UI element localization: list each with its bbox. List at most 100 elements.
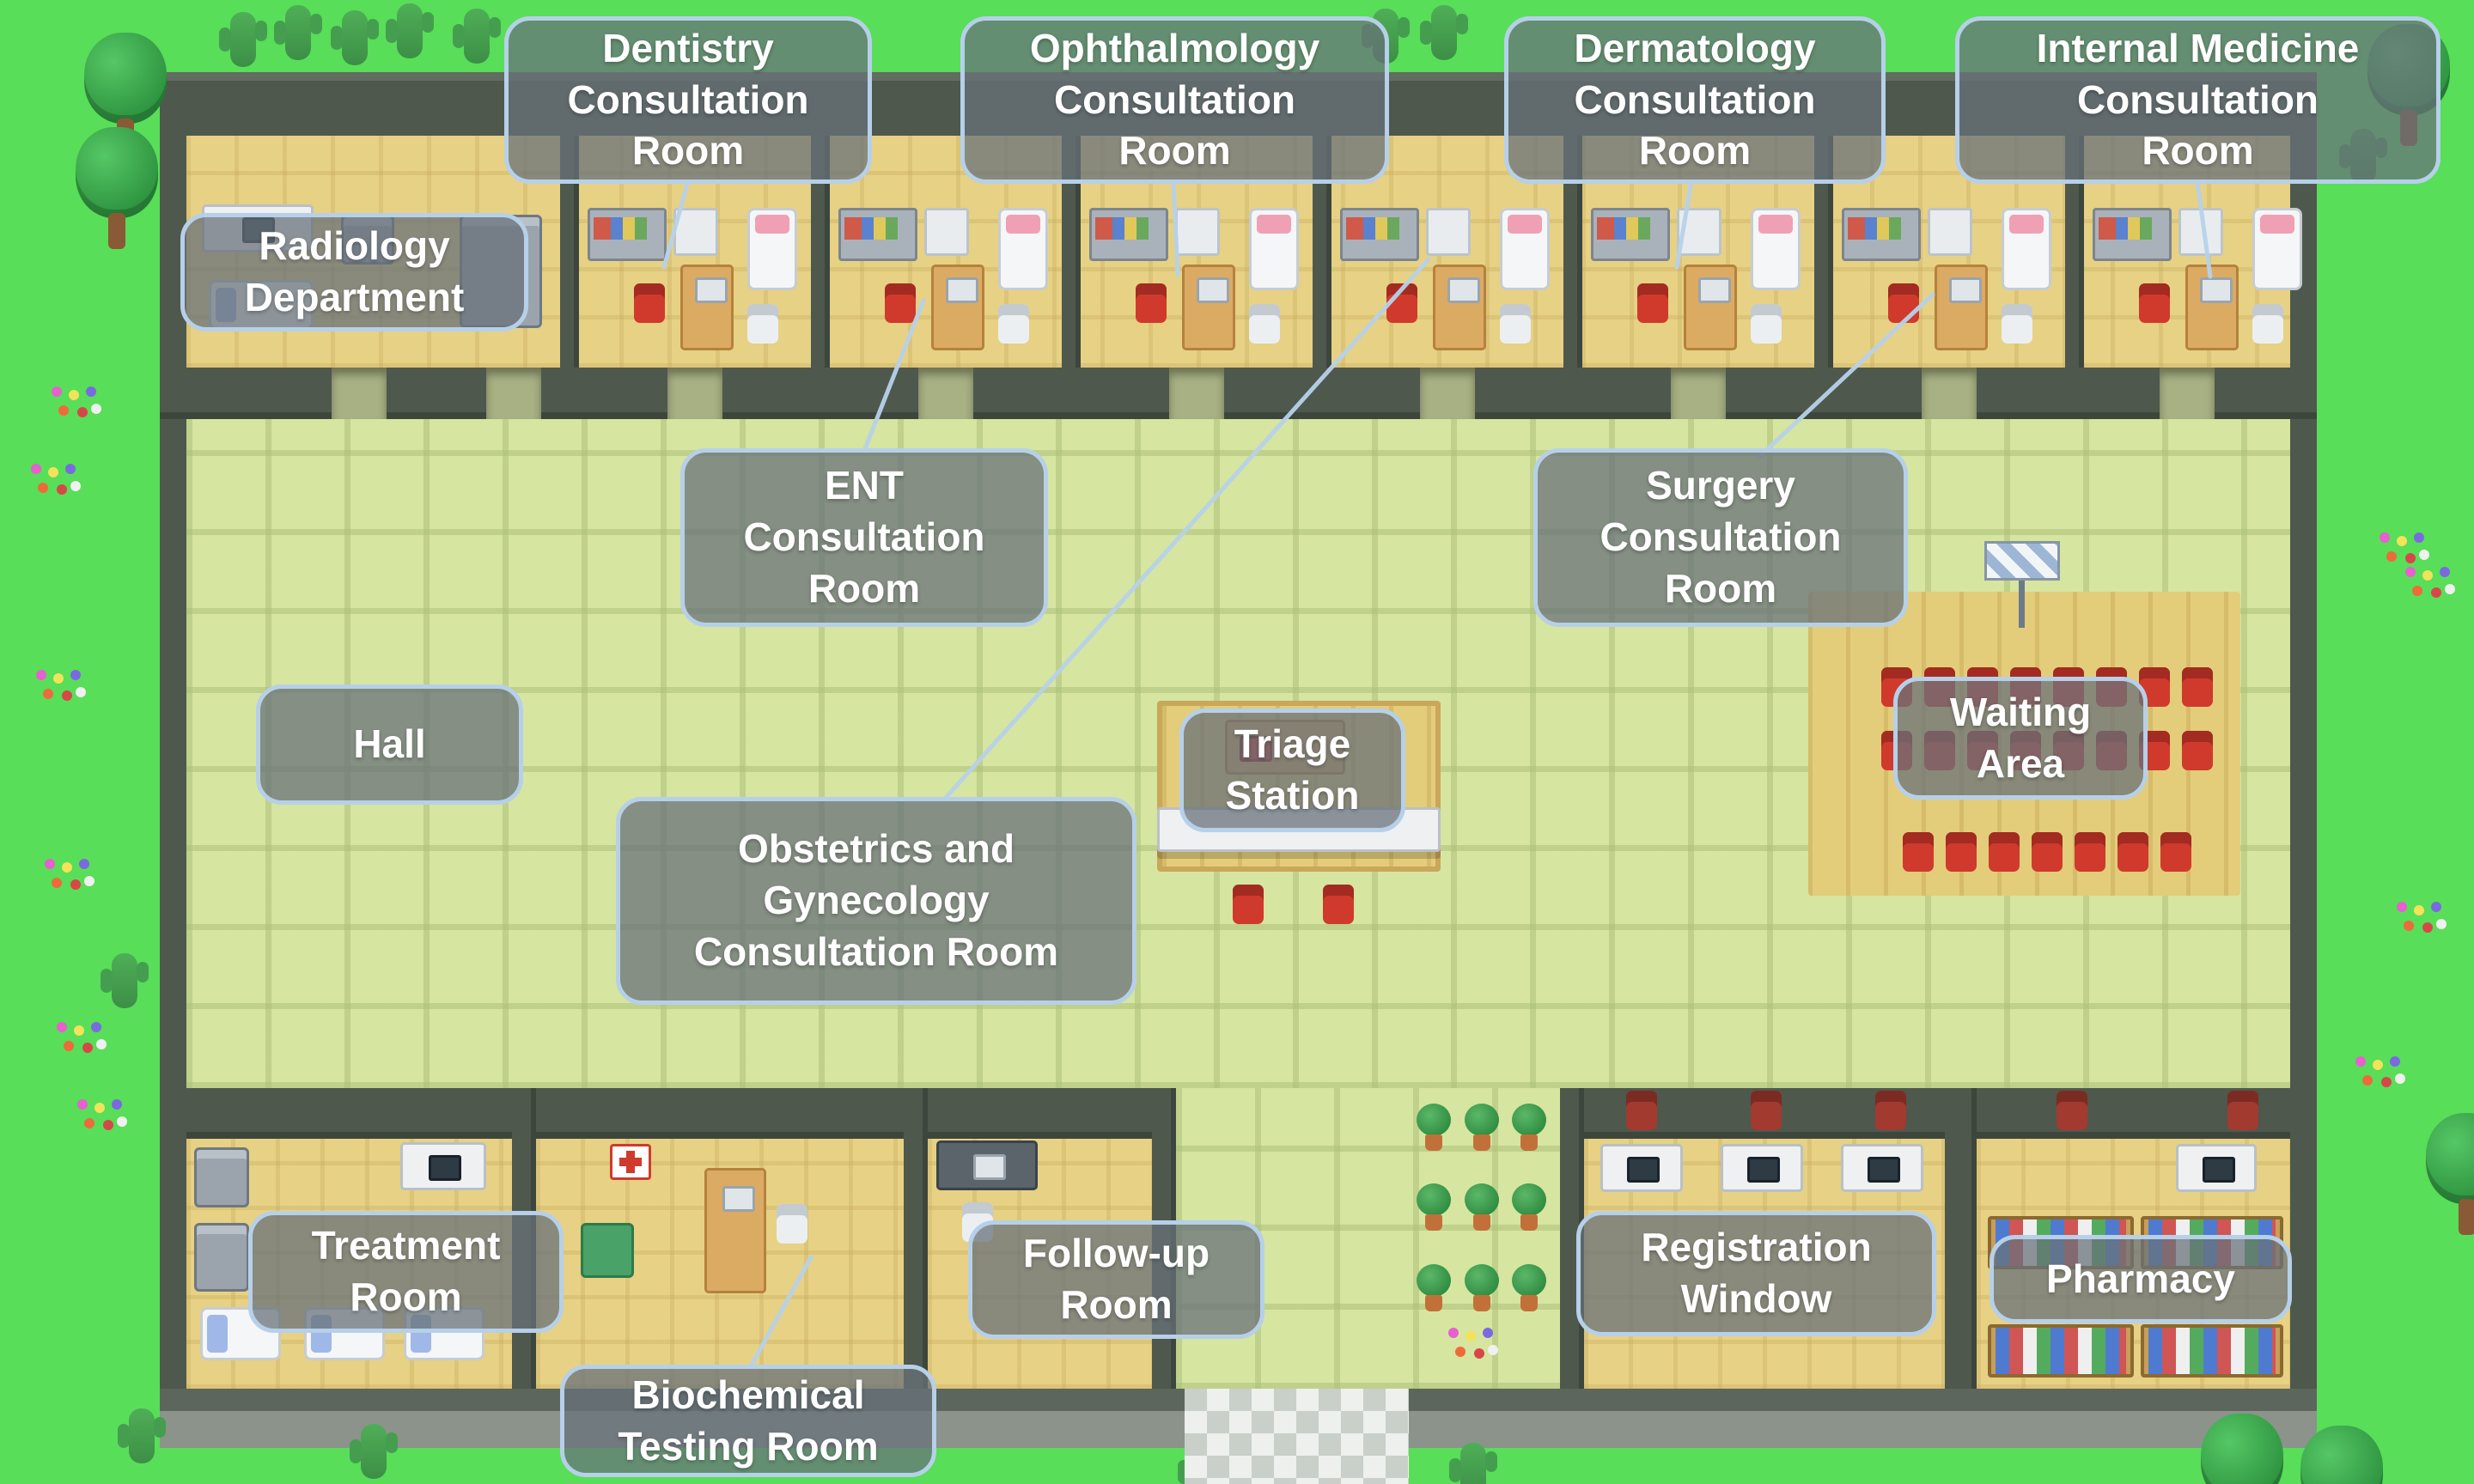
label-surgery-consultation-room: Surgery Consultation Room — [1533, 448, 1908, 627]
label-pharmacy: Pharmacy — [1990, 1235, 2292, 1323]
potted-plant — [1465, 1104, 1499, 1153]
consultation-room — [1582, 136, 1814, 368]
cactus — [350, 1424, 398, 1479]
doctor-chair — [2002, 304, 2032, 344]
label-obstetrics-gynecology-consultation-room: Obstetrics and Gynecology Consultation R… — [616, 797, 1136, 1005]
triage-chair — [1233, 885, 1264, 924]
patient-chair — [1136, 283, 1167, 323]
doctor-desk — [1684, 265, 1737, 350]
potted-plant — [1512, 1264, 1546, 1314]
label-ent-consultation-room: ENT Consultation Room — [680, 448, 1048, 627]
tree — [2201, 1414, 2283, 1484]
door — [1169, 368, 1224, 419]
exam-bed — [1751, 208, 1801, 290]
registration-desk — [1841, 1144, 1923, 1192]
label-waiting-area: Waiting Area — [1893, 677, 2148, 800]
exam-bed — [2252, 208, 2302, 290]
room-wall — [1563, 136, 1582, 368]
treatment-desk — [400, 1142, 486, 1190]
room-wall — [560, 136, 579, 368]
room-wall — [1945, 1088, 1977, 1389]
label-registration-window: Registration Window — [1576, 1211, 1936, 1336]
doctor-desk — [680, 265, 734, 350]
cactus — [1449, 1443, 1497, 1484]
door — [667, 368, 722, 419]
doctor-chair — [2252, 304, 2283, 344]
doctor-desk — [1182, 265, 1235, 350]
cactus — [453, 9, 501, 64]
sink-unit — [2178, 208, 2223, 256]
exam-bed — [1249, 208, 1299, 290]
patient-chair — [1888, 283, 1919, 323]
cactus — [386, 3, 434, 58]
flower-cluster — [31, 464, 86, 505]
flower-cluster — [2397, 902, 2452, 943]
doctor-chair — [998, 304, 1029, 344]
cactus — [101, 953, 149, 1008]
label-internal-medicine-consultation-room: Internal Medicine Consultation Room — [1955, 16, 2440, 184]
consultation-room — [1331, 136, 1563, 368]
door — [1420, 368, 1475, 419]
treatment-machine — [194, 1147, 249, 1207]
cactus — [118, 1408, 166, 1463]
flower-cluster — [1448, 1328, 1503, 1369]
flower-cluster — [77, 1099, 132, 1140]
waiting-chair — [2118, 832, 2148, 872]
first-aid-kit — [610, 1144, 651, 1180]
flower-cluster — [2355, 1056, 2410, 1098]
sink-unit — [1677, 208, 1721, 256]
label-ophthalmology-consultation-room: Ophthalmology Consultation Room — [960, 16, 1389, 184]
exam-bed — [998, 208, 1048, 290]
potted-plant — [1417, 1183, 1451, 1233]
waiting-chair — [2182, 731, 2213, 770]
sink-unit — [1175, 208, 1220, 256]
sink-unit — [1928, 208, 1972, 256]
label-followup-room: Follow-up Room — [968, 1220, 1264, 1339]
cactus — [274, 5, 322, 60]
waiting-chair — [2160, 832, 2191, 872]
visitor-chair — [2227, 1091, 2258, 1130]
lab-chair — [777, 1204, 807, 1244]
waiting-sign — [1984, 541, 2060, 581]
room-wall — [904, 1088, 928, 1389]
patient-chair — [634, 283, 665, 323]
flower-cluster — [45, 859, 100, 900]
pharmacy-shelf — [2141, 1324, 2283, 1378]
room-wall — [811, 136, 830, 368]
cabinet — [2093, 208, 2172, 261]
waiting-chair — [2075, 832, 2105, 872]
door — [1922, 368, 1977, 419]
patient-chair — [2139, 283, 2170, 323]
label-radiology-department: Radiology Department — [180, 213, 528, 331]
label-biochemical-testing-room: Biochemical Testing Room — [560, 1365, 936, 1477]
tree — [76, 127, 158, 256]
label-triage-station: Triage Station — [1179, 709, 1405, 832]
consultation-room — [579, 136, 811, 368]
label-dermatology-consultation-room: Dermatology Consultation Room — [1504, 16, 1886, 184]
cactus — [219, 12, 267, 67]
sink-unit — [924, 208, 969, 256]
pharmacy-shelf — [1988, 1324, 2134, 1378]
doctor-desk — [931, 265, 984, 350]
potted-plant — [1512, 1104, 1546, 1153]
potted-plant — [1465, 1264, 1499, 1314]
flower-cluster — [2405, 567, 2460, 608]
waiting-chair — [1946, 832, 1977, 872]
doctor-desk — [2185, 265, 2239, 350]
triage-chair — [1323, 885, 1354, 924]
bottom-wall — [186, 1088, 1176, 1139]
followup-desk — [936, 1140, 1038, 1190]
cactus — [1420, 5, 1468, 60]
lab-tank — [581, 1223, 634, 1278]
doctor-chair — [1249, 304, 1280, 344]
cabinet — [1089, 208, 1168, 261]
potted-plant — [1417, 1264, 1451, 1314]
consultation-room — [1833, 136, 2065, 368]
cactus — [331, 10, 379, 65]
corridor-wall — [160, 368, 2317, 419]
door — [2160, 368, 2215, 419]
waiting-chair — [2182, 667, 2213, 707]
registration-desk — [1721, 1144, 1803, 1192]
flower-cluster — [2380, 532, 2434, 574]
label-dentistry-consultation-room: Dentistry Consultation Room — [504, 16, 872, 184]
